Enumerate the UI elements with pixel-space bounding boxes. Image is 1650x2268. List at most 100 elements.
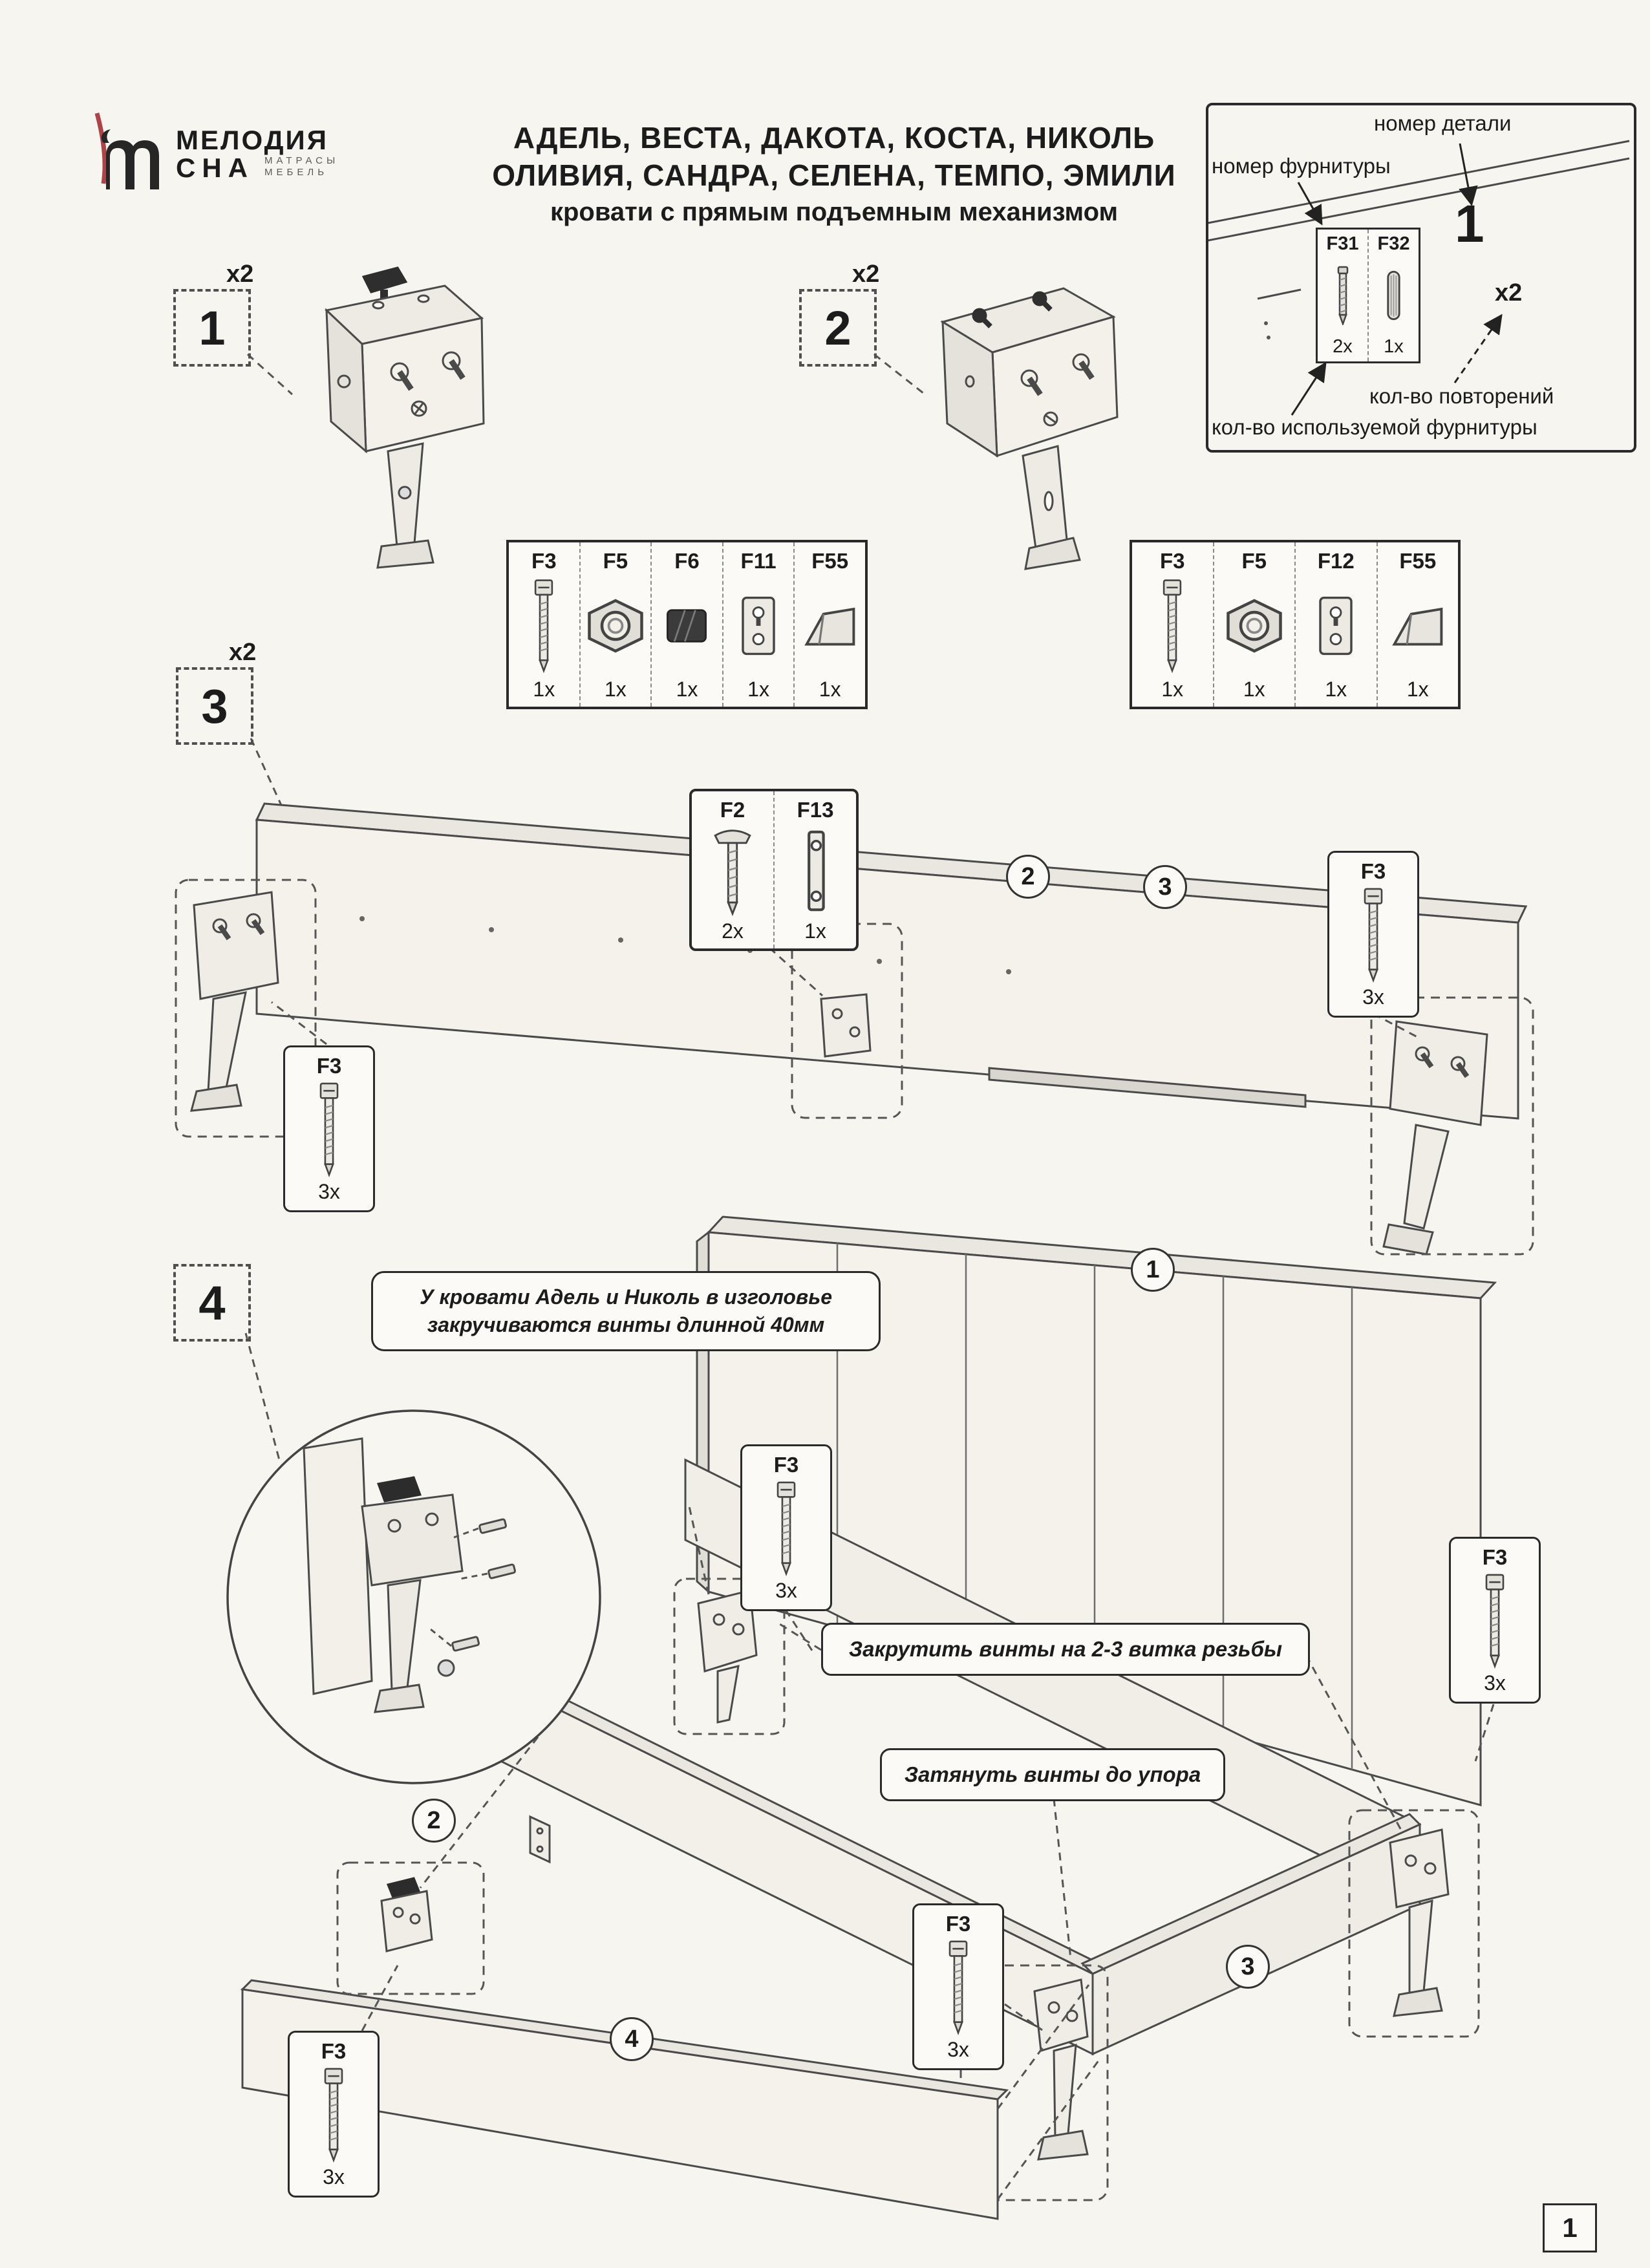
nut-icon (584, 597, 647, 654)
hardware-qty: 3x (323, 2165, 345, 2188)
hardware-item: F5 1x (579, 542, 651, 707)
hardware-code: F32 (1377, 233, 1410, 254)
hardware-qty: 1x (804, 919, 826, 943)
title-subtitle: кровати с прямым подъемным механизмом (550, 198, 1119, 226)
hardware-qty: 1x (533, 678, 555, 701)
hardware-item: F55 1x (1376, 542, 1459, 707)
part-marker-3: 3 (1226, 1945, 1270, 1989)
part-marker-2: 2 (1006, 855, 1050, 899)
hardware-qty: 3x (1484, 1671, 1506, 1695)
hardware-item: F6 1x (650, 542, 722, 707)
flat-head-screw-icon (712, 826, 753, 916)
hardware-qty: 1x (676, 678, 698, 701)
hardware-code: F31 (1326, 233, 1359, 254)
legend-part-number-label: номер детали (1374, 111, 1512, 135)
part-marker-3: 3 (1143, 865, 1187, 909)
hardware-code: F3 (321, 2039, 347, 2063)
confirmat-screw-icon (1333, 266, 1353, 325)
part-marker-2: 2 (412, 1799, 456, 1843)
hardware-qty: 2x (1333, 336, 1353, 357)
hardware-code: F3 (316, 1054, 342, 1078)
magnifier-detail-art (226, 1409, 601, 1784)
hardware-box-step1: F3 1x F5 1x F6 1x F11 1x F55 1x (506, 540, 868, 709)
callout-f3: F3 3x (283, 1045, 375, 1212)
brand-tagline-1: МАТРАСЫ (264, 155, 339, 166)
legend-hardware-box: F31 2x F32 1x (1316, 228, 1420, 363)
hardware-code: F5 (1241, 549, 1267, 573)
hardware-qty: 3x (318, 1180, 340, 1203)
hardware-code: F3 (773, 1453, 799, 1477)
part-marker-4: 4 (610, 2017, 654, 2061)
hardware-qty: 2x (722, 919, 744, 943)
screw-icon (527, 579, 561, 673)
page-number: 1 (1543, 2203, 1597, 2252)
title-models-line2: ОЛИВИЯ, САНДРА, СЕЛЕНА, ТЕМПО, ЭМИЛИ (492, 158, 1176, 192)
wedge-icon (1388, 601, 1448, 651)
brand-tagline-2: МЕБЕЛЬ (264, 167, 328, 178)
hardware-qty: 1x (1384, 336, 1404, 357)
callout-f3: F3 3x (1449, 1537, 1541, 1704)
step-4-label: 4 (173, 1264, 251, 1342)
full-tighten-note: Затянуть винты до упора (880, 1748, 1225, 1801)
hardware-code: F55 (811, 549, 849, 573)
callout-f3: F3 3x (740, 1444, 832, 1611)
callout-f3: F3 3x (912, 1903, 1004, 2070)
hardware-code: F3 (531, 549, 557, 573)
step-2-repeat: x2 (852, 261, 880, 288)
hardware-item: F12 1x (1294, 542, 1377, 707)
legend-hardware-qty-label: кол-во используемой фурнитуры (1212, 415, 1538, 439)
legend-hardware-number-label: номер фурнитуры (1212, 154, 1391, 178)
hardware-code: F3 (1159, 549, 1185, 573)
hardware-code: F5 (603, 549, 628, 573)
headboard-note-line2: закручиваются винты длинной 40мм (427, 1313, 825, 1336)
hardware-code: F12 (1317, 549, 1355, 573)
hardware-code: F3 (1360, 859, 1386, 883)
legend-hardware-item: F32 1x (1367, 230, 1419, 361)
hardware-code: F3 (1482, 1545, 1508, 1569)
screw-icon (1478, 1572, 1512, 1669)
title-models-line1: АДЕЛЬ, ВЕСТА, ДАКОТА, КОСТА, НИКОЛЬ (513, 121, 1155, 155)
bracket-step1-art (324, 266, 485, 569)
wedge-icon (800, 601, 861, 651)
legend-hardware-item: F31 2x (1318, 230, 1367, 361)
step-3-label: 3 (176, 667, 253, 745)
hardware-box-step2: F3 1x F5 1x F12 1x F55 1x (1130, 540, 1461, 709)
hardware-qty: 3x (1362, 985, 1384, 1009)
screw-icon (1356, 886, 1390, 983)
legend-box (1206, 103, 1636, 453)
hardware-code: F13 (797, 798, 834, 822)
hardware-code: F3 (945, 1912, 971, 1936)
hardware-qty: 1x (604, 678, 627, 701)
headboard-note-line1: У кровати Адель и Николь в изголовье (419, 1285, 833, 1309)
callout-f3: F3 3x (288, 2031, 380, 2198)
brand-name-bottom: СНА (176, 153, 254, 184)
hardware-qty: 1x (1243, 678, 1265, 701)
step-2-label: 2 (799, 289, 877, 367)
step-1-label: 1 (173, 289, 251, 367)
hardware-item: F3 1x (509, 542, 579, 707)
hardware-code: F11 (740, 549, 777, 573)
screw-icon (769, 1480, 803, 1577)
brand-name-top: МЕЛОДИЯ (176, 125, 328, 155)
brand-logo: МЕЛОДИЯ СНА МАТРАСЫ МЕБЕЛЬ (97, 125, 339, 193)
hardware-item: F3 1x (1132, 542, 1213, 707)
hardware-qty: 1x (747, 678, 769, 701)
hardware-qty: 1x (1406, 678, 1429, 701)
bracket-plate-icon (738, 595, 779, 657)
hardware-item: F11 1x (722, 542, 794, 707)
hardware-code: F55 (1399, 549, 1437, 573)
hardware-qty: 1x (1325, 678, 1347, 701)
callout-f2-f13: F2 2x F13 1x (689, 789, 859, 951)
screw-icon (312, 1081, 346, 1178)
hardware-code: F2 (720, 798, 745, 822)
clip-icon (660, 603, 713, 648)
hardware-code: F6 (674, 549, 700, 573)
bracket-plate-icon (1315, 595, 1356, 657)
step-1-repeat: x2 (226, 261, 254, 288)
screw-icon (317, 2066, 350, 2163)
brand-logo-mark (101, 129, 159, 189)
bed-assembly-art (240, 1215, 1497, 2220)
bracket-step2-art (940, 287, 1119, 570)
screw-icon (941, 1939, 975, 2036)
